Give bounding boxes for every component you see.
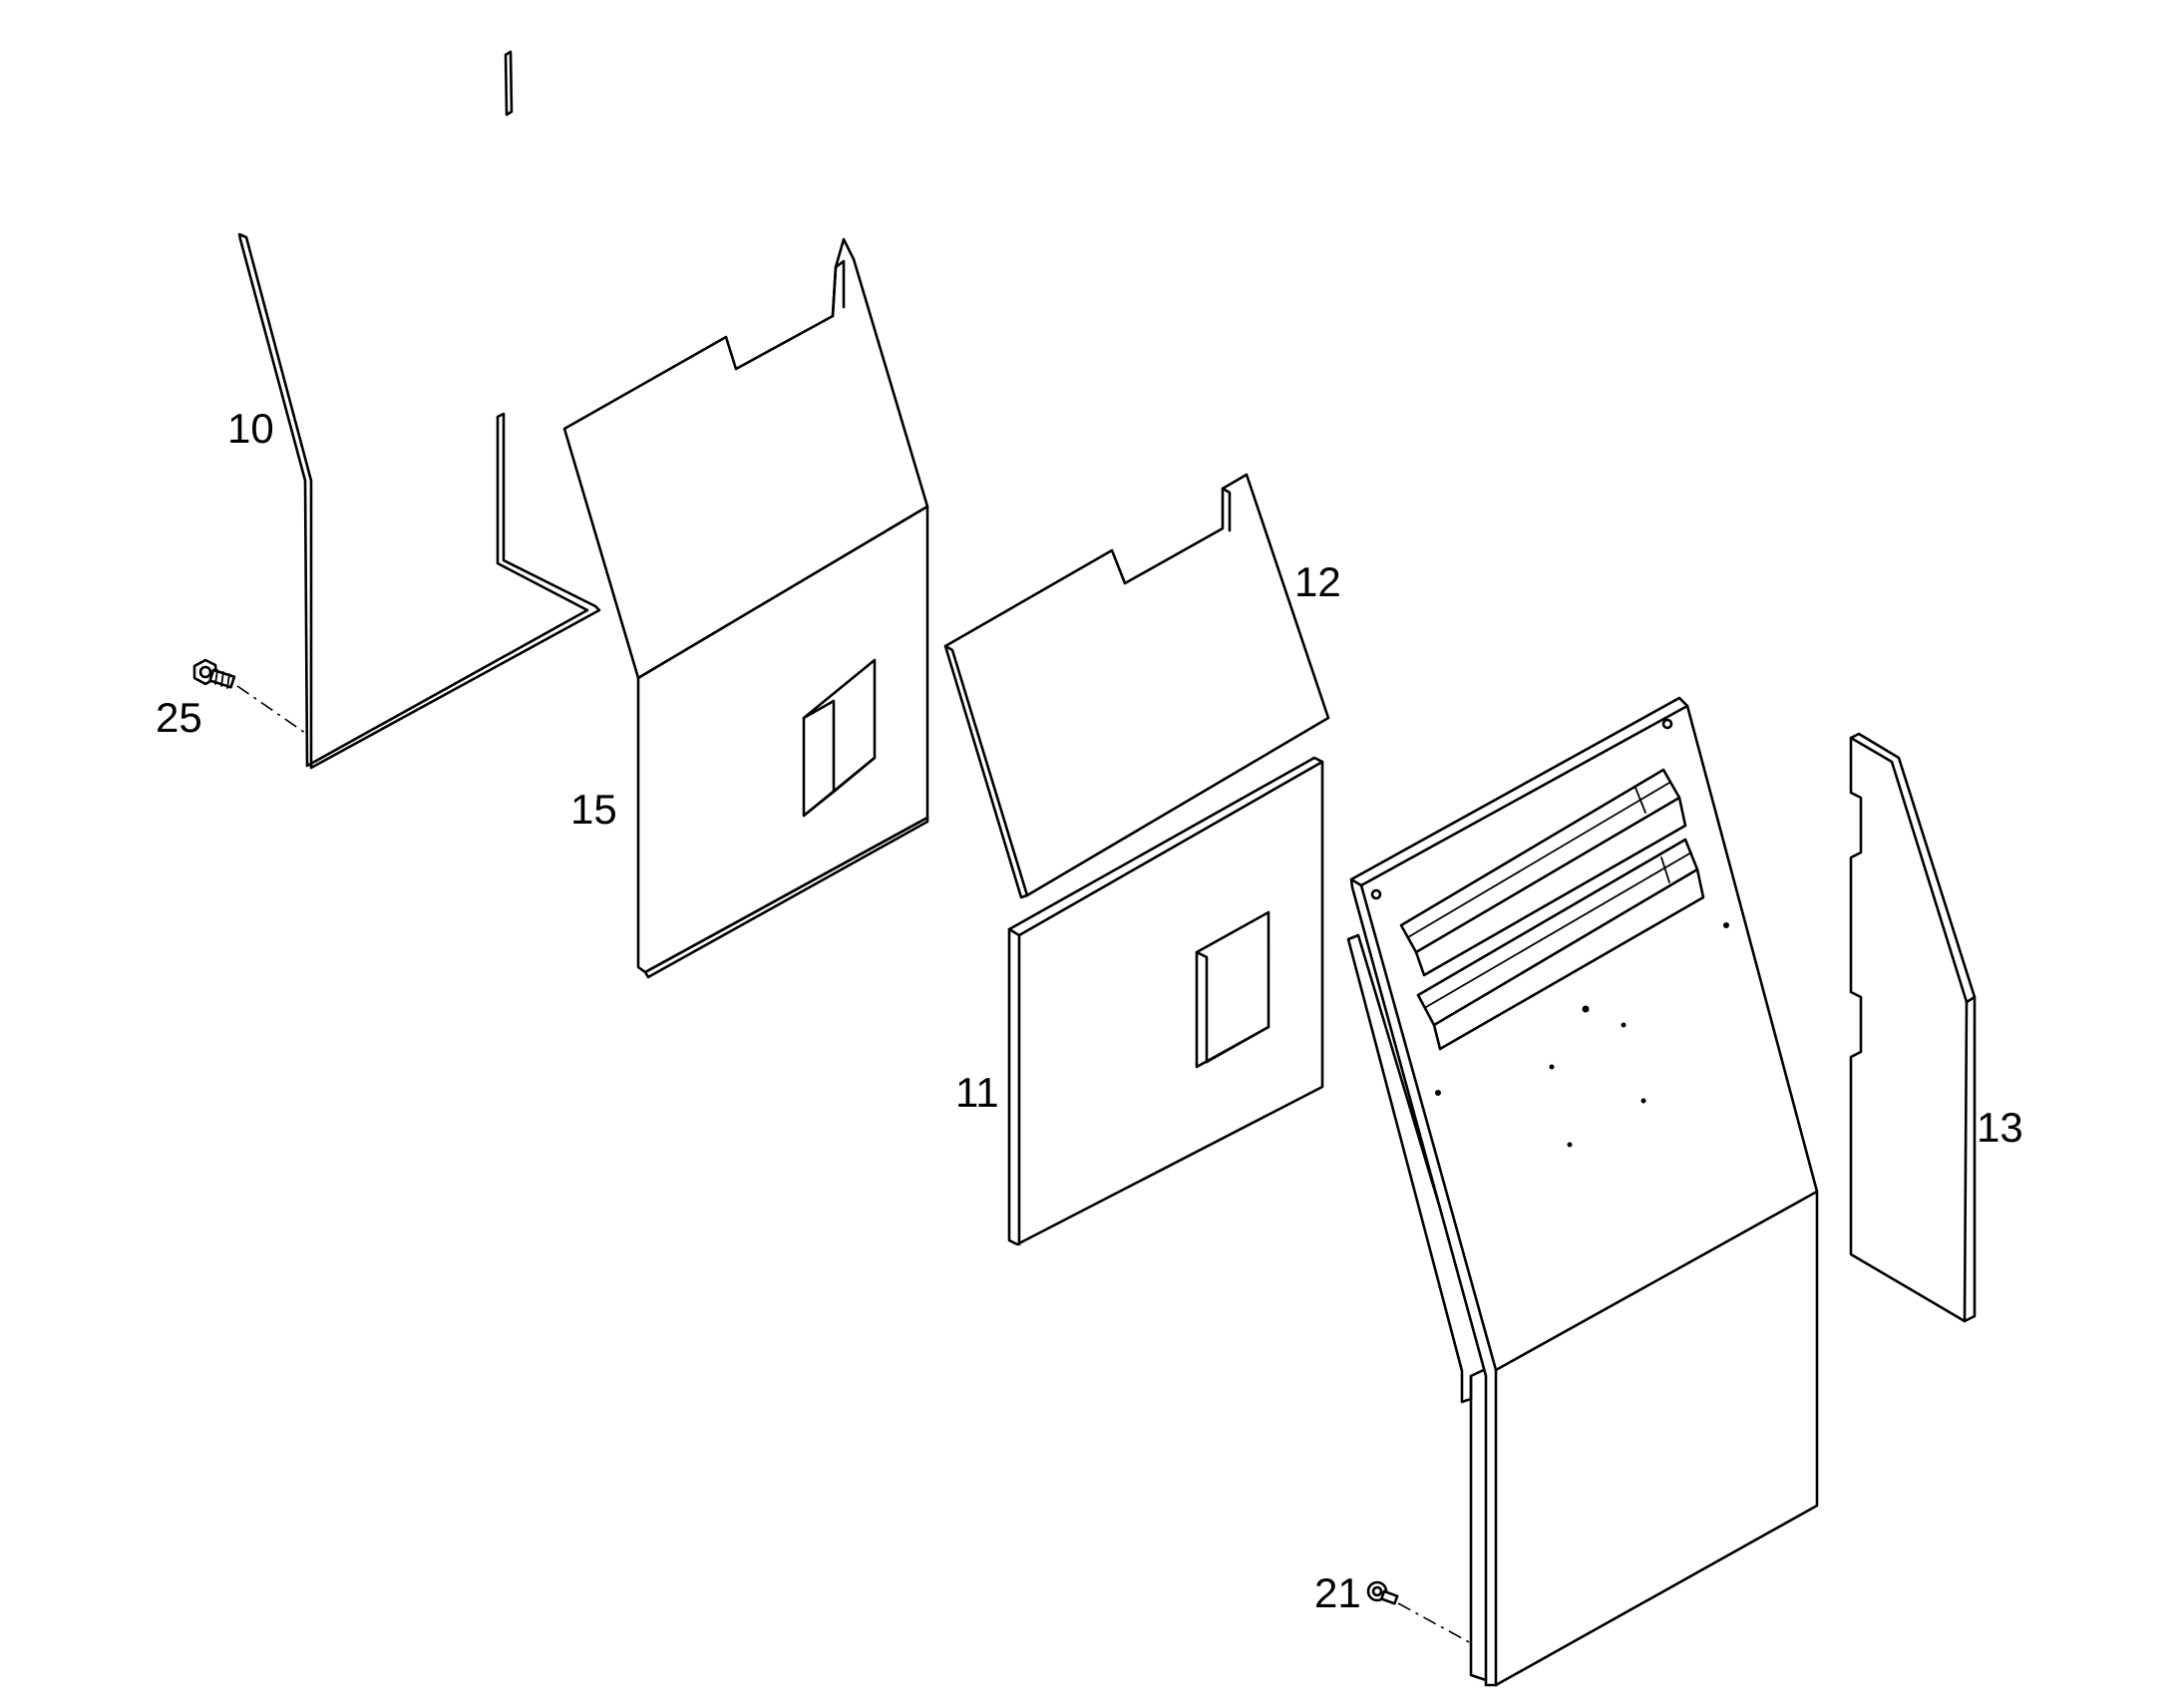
callout-15: 15	[570, 786, 617, 833]
louvre-upper	[1399, 768, 1687, 977]
top-bracket-strip	[504, 50, 514, 117]
callout-10: 10	[227, 405, 274, 452]
callout-13: 13	[1977, 1104, 2023, 1151]
part-13-side-bracket	[1849, 732, 1977, 1323]
mount-hole	[1370, 888, 1382, 900]
callout-25: 25	[156, 694, 202, 741]
mount-hole	[1435, 1090, 1441, 1096]
part-10-bracket	[237, 232, 601, 770]
louvre-lower	[1416, 838, 1705, 1051]
part-12-panel	[943, 473, 1330, 899]
mount-hole	[1567, 1142, 1573, 1148]
callout-12: 12	[1294, 558, 1341, 605]
part-25-screw	[192, 658, 306, 734]
mount-hole	[1582, 1005, 1590, 1013]
mount-hole	[1723, 922, 1729, 928]
front-cover-assembly	[1346, 696, 1819, 1687]
callout-11: 11	[955, 1069, 999, 1116]
mount-hole	[1621, 1022, 1627, 1028]
mount-hole	[1549, 1064, 1555, 1070]
part-11-panel	[1007, 756, 1324, 1246]
mount-hole	[1640, 1098, 1646, 1104]
mount-hole	[1661, 718, 1673, 730]
callout-21: 21	[1314, 1569, 1361, 1616]
part-21-screw	[1366, 1580, 1472, 1644]
part-15-panel	[562, 237, 929, 979]
